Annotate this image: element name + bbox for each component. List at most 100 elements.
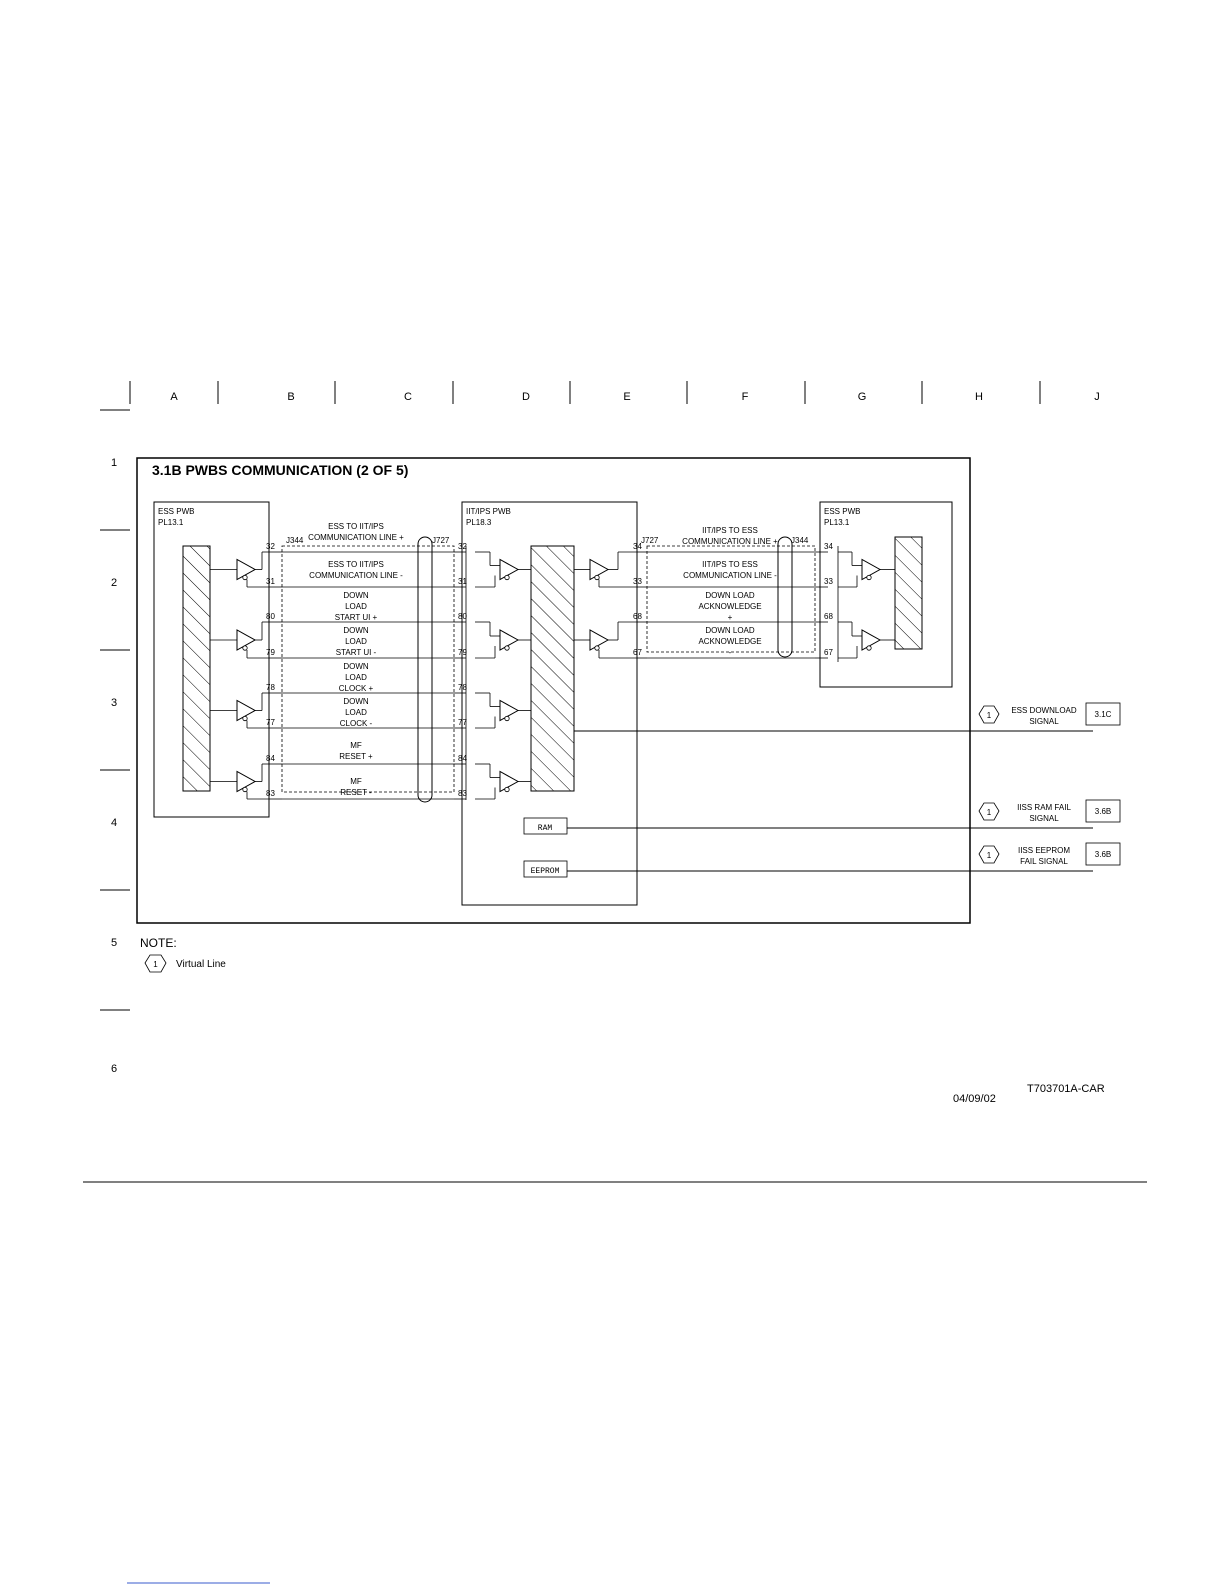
grid-column-label-D: D [522, 391, 530, 403]
pin-left: 78 [266, 683, 275, 692]
page-reference-box [1085, 799, 1121, 823]
center-receiver-buffer [499, 629, 520, 651]
buffer-bubble [594, 574, 600, 581]
center-receiver-buffer [499, 770, 520, 793]
output-label: SIGNAL [1029, 717, 1059, 726]
pin-left: 79 [266, 648, 275, 657]
page-reference: 3.1C [1095, 710, 1112, 719]
virtual-line-marker-number: 1 [987, 711, 992, 720]
eeprom-chip [523, 860, 568, 878]
signal-label: START UI - [336, 648, 377, 657]
pin-center: 84 [458, 754, 467, 763]
note-heading: NOTE: [140, 936, 177, 950]
pin-left: 32 [266, 542, 275, 551]
buffer-bubble [866, 574, 872, 581]
signal-label: DOWN [343, 591, 369, 600]
grid-row-label-4: 4 [111, 817, 117, 829]
diagram-title: 3.1B PWBS COMMUNICATION (2 OF 5) [152, 462, 408, 478]
grid-column-label-E: E [623, 391, 630, 403]
signal-label: IIT/IPS TO ESS [702, 526, 758, 535]
buffer-bubble [242, 574, 248, 581]
signal-label: DOWN [343, 626, 369, 635]
grid-column-label-J: J [1094, 391, 1100, 403]
virtual-line-marker [978, 802, 1000, 821]
grid-column-label-G: G [858, 391, 867, 403]
signal-label: COMMUNICATION LINE + [308, 533, 404, 542]
signal-label: LOAD [345, 602, 367, 611]
footer-doc-id: T703701A-CAR [1027, 1083, 1105, 1095]
buffer-bubble [504, 715, 510, 722]
signal-label: ACKNOWLEDGE [698, 602, 761, 611]
center-receiver-buffer [499, 699, 520, 722]
pin-center-right: 33 [633, 577, 642, 586]
pin-center-right: 68 [633, 612, 642, 621]
connector-left-j727: J727 [432, 536, 450, 545]
connector-right-j727: J727 [641, 536, 659, 545]
output-label: IISS EEPROM [1018, 846, 1070, 855]
page-reference: 3.6B [1095, 850, 1111, 859]
buffer-bubble [504, 574, 510, 581]
pin-left: 83 [266, 789, 275, 798]
signal-label: ACKNOWLEDGE [698, 637, 761, 646]
left-harness [281, 545, 455, 793]
signal-label: LOAD [345, 673, 367, 682]
pin-center: 77 [458, 718, 467, 727]
center-board-pl: PL18.3 [466, 518, 492, 527]
center-board-name: IIT/IPS PWB [466, 507, 511, 516]
signal-label: IIT/IPS TO ESS [702, 560, 758, 569]
virtual-line-marker-number: 1 [987, 808, 992, 817]
right-board-pl: PL13.1 [824, 518, 850, 527]
signal-label: DOWN [343, 662, 369, 671]
output-label: FAIL SIGNAL [1020, 857, 1068, 866]
right-receiver-buffer [861, 558, 882, 581]
signal-label: ESS TO IIT/IPS [328, 522, 384, 531]
pin-center: 31 [458, 577, 467, 586]
output-label: ESS DOWNLOAD [1011, 706, 1077, 715]
diagram-frame [136, 457, 971, 924]
signal-label: MF [350, 741, 362, 750]
signal-label: - [729, 648, 732, 657]
center-receiver-buffer [499, 558, 520, 581]
left-twisted-pair-oval [417, 536, 433, 803]
ram-label: RAM [538, 824, 553, 833]
left-board-chip [182, 545, 211, 792]
virtual-line-marker [978, 705, 1000, 724]
grid-row-label-1: 1 [111, 457, 117, 469]
buffer-bubble [242, 715, 248, 722]
pin-right: 33 [824, 577, 833, 586]
grid-row-label-5: 5 [111, 937, 117, 949]
signal-label: DOWN LOAD [705, 591, 755, 600]
page-reference-box [1085, 702, 1121, 726]
grid-column-label-H: H [975, 391, 983, 403]
note-text: Virtual Line [176, 959, 226, 970]
output-label: IISS RAM FAIL [1017, 803, 1071, 812]
pin-center: 79 [458, 648, 467, 657]
left-board-pl: PL13.1 [158, 518, 184, 527]
right-board-chip [894, 536, 923, 650]
signal-label: RESET + [339, 752, 373, 761]
pin-center: 78 [458, 683, 467, 692]
signal-label: DOWN LOAD [705, 626, 755, 635]
buffer-bubble [504, 786, 510, 793]
right-board-name: ESS PWB [824, 507, 860, 516]
note-virtual-line-marker [144, 954, 167, 973]
grid-row-label-3: 3 [111, 697, 117, 709]
buffer-bubble [242, 645, 248, 651]
virtual-line-marker-number: 1 [987, 851, 992, 860]
ram-chip [523, 817, 568, 835]
pin-left: 31 [266, 577, 275, 586]
grid-column-label-B: B [287, 391, 294, 403]
pin-left: 84 [266, 754, 275, 763]
pin-right: 34 [824, 542, 833, 551]
page-reference: 3.6B [1095, 807, 1111, 816]
signal-label: RESET - [340, 788, 372, 797]
page-reference-box [1085, 842, 1121, 866]
left-board-name: ESS PWB [158, 507, 194, 516]
footer-date: 04/09/02 [953, 1093, 996, 1105]
buffer-bubble [504, 645, 510, 651]
pin-right: 67 [824, 648, 833, 657]
